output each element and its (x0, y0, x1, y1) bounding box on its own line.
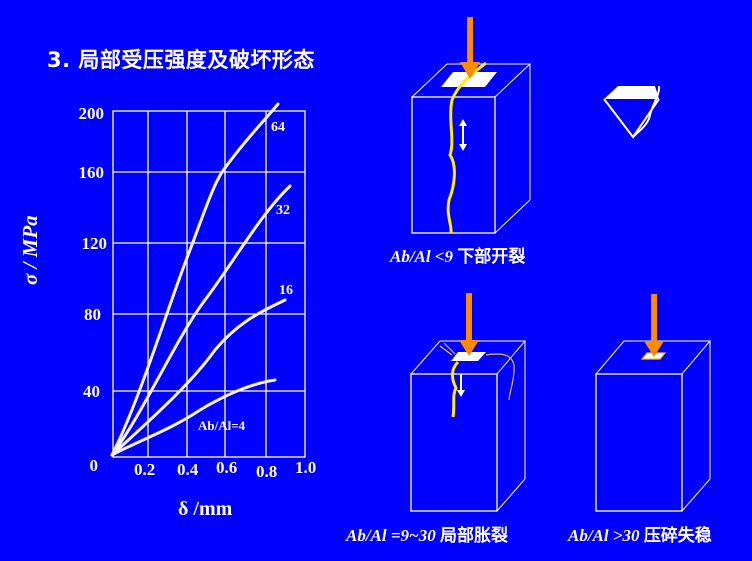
caption-ratio: Ab/Al >30 (568, 526, 640, 545)
caption-mode: 下部开裂 (457, 247, 526, 267)
caption-ratio: Ab/Al <9 (390, 247, 454, 266)
caption-mode: 局部胀裂 (440, 526, 508, 546)
y-tick-160: 160 (78, 163, 105, 182)
curve-64 (110, 102, 280, 457)
diagram-bottom-crack (410, 17, 532, 234)
x-tick-0.6: 0.6 (216, 458, 238, 477)
y-tick-0: 0 (89, 456, 99, 475)
caption-crushing: Ab/Al >30 压碎失稳 (568, 521, 712, 546)
curve-32 (110, 184, 292, 457)
crushed-fragment (603, 85, 661, 139)
x-axis-title: δ /mm (178, 498, 233, 520)
y-axis-title: σ / MPa (18, 215, 42, 285)
caption-mode: 压碎失稳 (643, 526, 712, 546)
x-tick-0.2: 0.2 (134, 460, 156, 479)
caption-local-splitting: Ab/Al =9~30 局部胀裂 (346, 521, 508, 546)
y-tick-120: 120 (81, 234, 108, 253)
curve-label-16: 16 (279, 283, 293, 298)
y-tick-200: 200 (78, 104, 105, 123)
x-tick-1.0: 1.0 (295, 458, 317, 477)
curve-label-64: 64 (271, 120, 285, 135)
curve-4 (110, 378, 277, 457)
curve-label-4: Ab/Al=4 (198, 418, 246, 433)
y-tick-40: 40 (83, 382, 100, 401)
x-tick-0.4: 0.4 (177, 460, 199, 479)
chart-curves (110, 102, 292, 457)
x-tick-0.8: 0.8 (256, 462, 278, 481)
curve-label-32: 32 (276, 203, 290, 218)
diagram-crushing (594, 294, 712, 512)
caption-bottom-crack: Ab/Al <9 下部开裂 (390, 242, 525, 267)
caption-ratio: Ab/Al =9~30 (346, 526, 436, 545)
curve-16 (110, 298, 287, 457)
y-tick-80: 80 (84, 305, 101, 324)
slide-title: 3. 局部受压强度及破坏形态 (47, 48, 315, 72)
diagram-local-splitting (409, 293, 527, 512)
